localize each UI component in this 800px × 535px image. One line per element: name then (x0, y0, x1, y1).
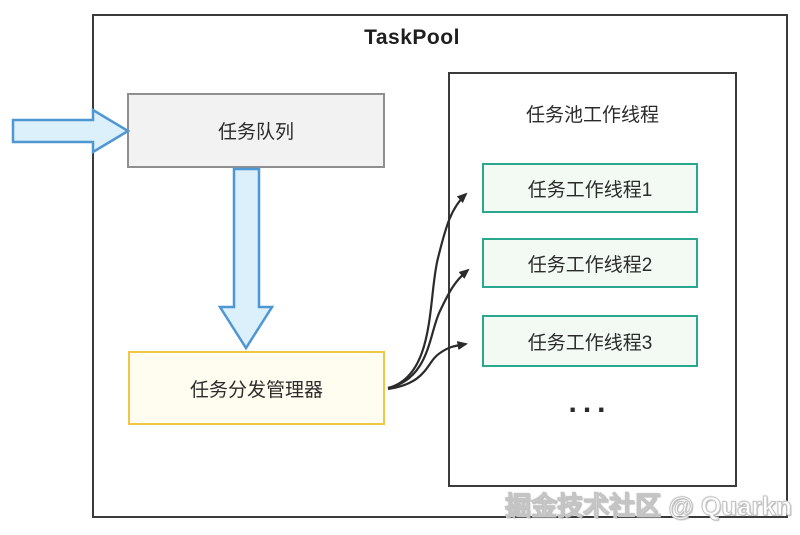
worker-thread-1-label: 任务工作线程1 (527, 179, 653, 201)
worker-thread-2-label: 任务工作线程2 (527, 254, 653, 276)
worker-thread-1-node: 任务工作线程1 (482, 163, 698, 213)
watermark: 掘金技术社区 @ Quarkn (505, 491, 793, 522)
task-queue-label: 任务队列 (217, 122, 294, 143)
worker-pool-title: 任务池工作线程 (525, 105, 659, 126)
worker-thread-2-node: 任务工作线程2 (482, 238, 698, 288)
worker-thread-3-label: 任务工作线程3 (527, 332, 653, 354)
worker-thread-3-node: 任务工作线程3 (482, 315, 698, 367)
diagram-title: TaskPool (364, 26, 460, 49)
dispatcher-label: 任务分发管理器 (189, 379, 323, 401)
task-queue-node: 任务队列 (127, 93, 385, 168)
dispatcher-node: 任务分发管理器 (128, 351, 385, 425)
more-workers-ellipsis: ... (568, 386, 612, 419)
